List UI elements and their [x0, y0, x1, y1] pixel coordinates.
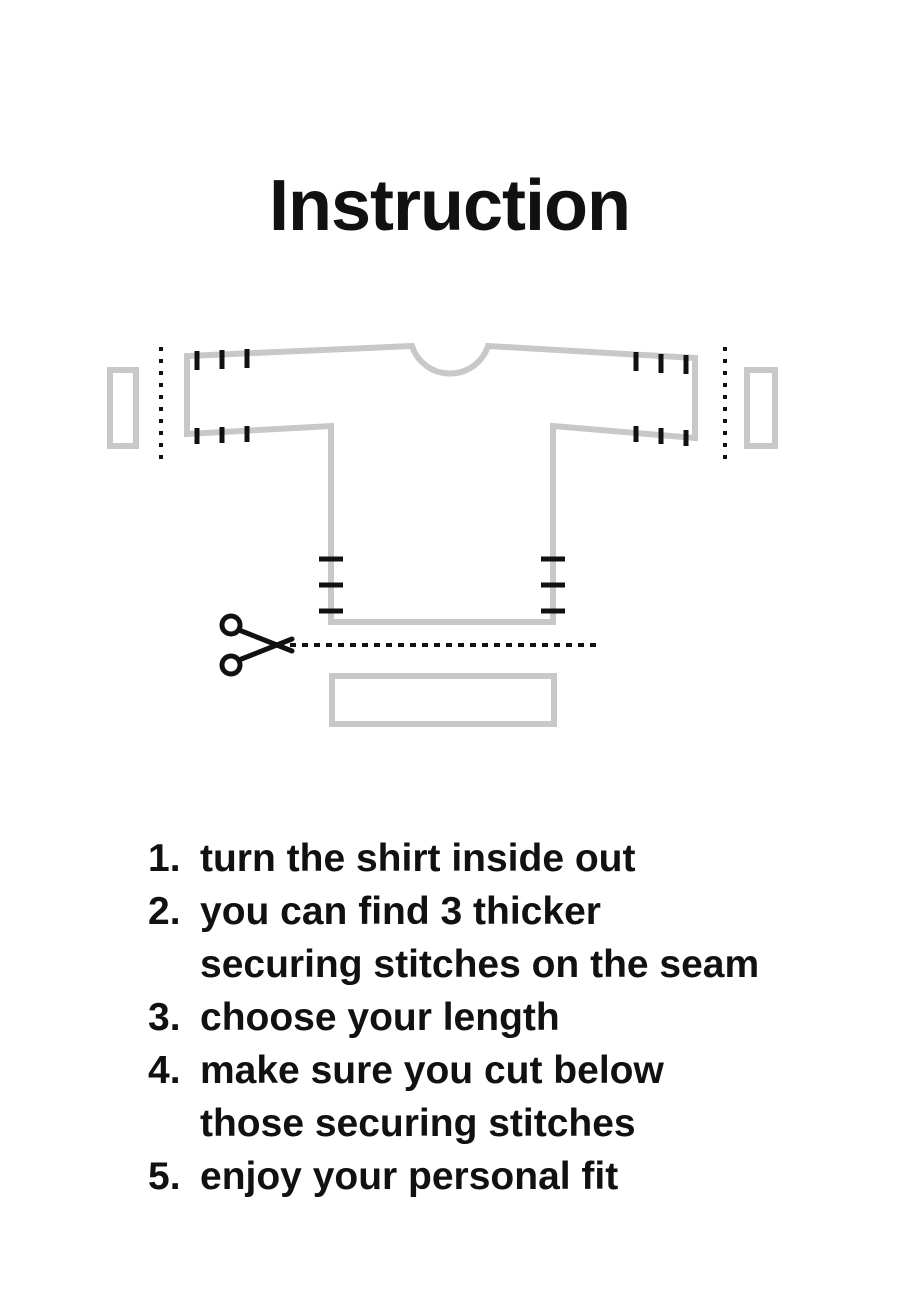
step-number: 2. [148, 890, 181, 933]
step-line: turn the shirt inside out [200, 837, 636, 880]
list-item: 3. choose your length [148, 991, 868, 1044]
step-number: 3. [148, 996, 181, 1039]
right-sleeve-bottom-stitches [633, 426, 689, 446]
hem-band-piece [329, 673, 557, 727]
shirt-diagram [107, 342, 778, 727]
step-number: 4. [148, 1049, 181, 1092]
right-cuff-piece [744, 367, 778, 449]
left-sleeve-bottom-stitches [194, 426, 250, 444]
step-number: 5. [148, 1155, 181, 1198]
step-number: 1. [148, 837, 181, 880]
left-sleeve-top-stitches [194, 349, 250, 370]
step-text: choose your length [200, 991, 868, 1044]
step-text: enjoy your personal fit [200, 1150, 868, 1203]
step-text: turn the shirt inside out [200, 832, 868, 885]
step-text: make sure you cut below those securing s… [200, 1044, 868, 1150]
instruction-steps: 1. turn the shirt inside out 2. you can … [148, 832, 868, 1203]
list-item: 5. enjoy your personal fit [148, 1150, 868, 1203]
shirt-outline [184, 342, 698, 625]
page-title: Instruction [269, 166, 631, 247]
list-item: 1. turn the shirt inside out [148, 832, 868, 885]
right-side-seam-stitches [541, 556, 565, 614]
step-line: those securing stitches [200, 1102, 636, 1145]
right-sleeve-top-stitches [633, 352, 689, 374]
step-line: make sure you cut below [200, 1049, 664, 1092]
step-line: you can find 3 thicker [200, 890, 601, 933]
step-text: you can find 3 thicker securing stitches… [200, 885, 868, 991]
step-line: enjoy your personal fit [200, 1155, 619, 1198]
step-line: choose your length [200, 996, 560, 1039]
list-item: 2. you can find 3 thicker securing stitc… [148, 885, 868, 991]
step-line: securing stitches on the seam [200, 943, 760, 986]
left-cuff-piece [107, 367, 139, 449]
list-item: 4. make sure you cut below those securin… [148, 1044, 868, 1150]
left-side-seam-stitches [319, 556, 343, 614]
scissors-icon [219, 613, 295, 677]
